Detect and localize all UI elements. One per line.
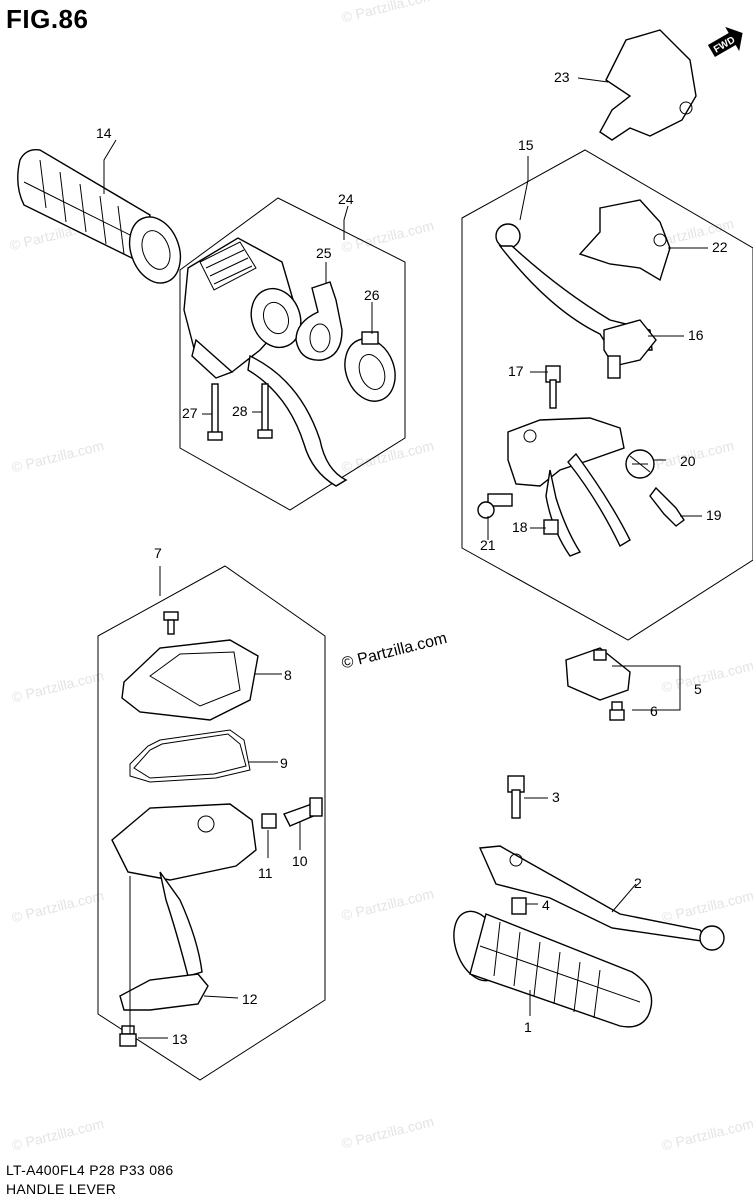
- callout-11: 11: [258, 865, 273, 881]
- part-16: [603, 319, 657, 379]
- callout-26: 26: [364, 287, 380, 303]
- grip-left: [17, 149, 182, 284]
- callout-22: 22: [712, 239, 728, 255]
- fwd-arrow-icon: FWD: [707, 26, 743, 58]
- gasket-9: [129, 729, 251, 783]
- figure-title: FIG.86: [6, 4, 89, 34]
- callout-3: 3: [552, 789, 560, 805]
- callout-6: 6: [650, 703, 658, 719]
- callout-16: 16: [688, 327, 704, 343]
- callout-18: 18: [512, 519, 528, 535]
- callout-1: 1: [524, 1019, 532, 1035]
- grip-right: [453, 910, 653, 1028]
- part-26: [344, 331, 396, 402]
- callout-24: 24: [338, 191, 354, 207]
- footer-title: HANDLE LEVER: [6, 1181, 117, 1197]
- bolt-10: [283, 797, 323, 827]
- nut-18: [543, 519, 559, 535]
- callout-21: 21: [480, 537, 496, 553]
- pin-17: [545, 365, 561, 409]
- callout-2: 2: [634, 875, 642, 891]
- part-25: [295, 281, 343, 361]
- bolt-21: [477, 493, 513, 519]
- screw-top-7: [163, 611, 179, 635]
- lever-2: [478, 845, 725, 951]
- bolt-13: [119, 1025, 137, 1047]
- part-20: [625, 449, 655, 479]
- footer-code: LT-A400FL4 P28 P33 086: [6, 1162, 174, 1178]
- nut-11: [261, 813, 277, 829]
- pin-3: [507, 775, 525, 819]
- callout-8: 8: [284, 667, 292, 683]
- callout-19: 19: [706, 507, 722, 523]
- callout-4: 4: [542, 897, 550, 913]
- callout-9: 9: [280, 755, 288, 771]
- part-22: [578, 199, 671, 282]
- screw-28: [257, 383, 273, 439]
- group-box-15: [461, 149, 753, 641]
- callout-13: 13: [172, 1031, 188, 1047]
- bolt-19: [649, 486, 685, 527]
- callout-12: 12: [242, 991, 258, 1007]
- cap-8: [121, 639, 259, 721]
- callout-15: 15: [518, 137, 534, 153]
- group-box-24: [179, 197, 406, 511]
- callout-25: 25: [316, 245, 332, 261]
- nut-4: [511, 897, 527, 915]
- cover-23: [599, 29, 697, 141]
- callout-23: 23: [554, 69, 570, 85]
- group-box-7: [97, 565, 326, 1081]
- callout-28: 28: [232, 403, 248, 419]
- reservoir-body: [111, 803, 257, 977]
- switch-housing: [183, 237, 348, 487]
- screw-27: [207, 383, 223, 441]
- leader-lines: [103, 77, 708, 1039]
- callout-5: 5: [694, 681, 702, 697]
- screw-6: [609, 701, 625, 721]
- plate-12: [119, 973, 209, 1011]
- callout-14: 14: [96, 125, 112, 141]
- master-cylinder: [507, 417, 631, 557]
- callout-7: 7: [154, 545, 162, 561]
- callout-10: 10: [292, 853, 308, 869]
- switch-5: [565, 647, 631, 701]
- callout-17: 17: [508, 363, 524, 379]
- callout-27: 27: [182, 405, 198, 421]
- callout-20: 20: [680, 453, 696, 469]
